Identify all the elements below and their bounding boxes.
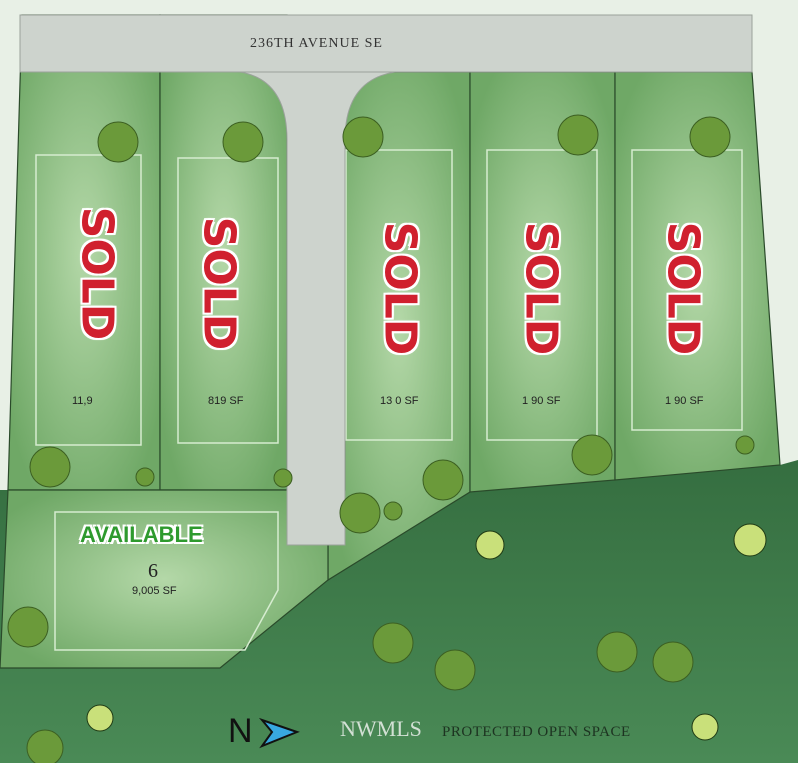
trees: [7, 114, 755, 763]
lot-area: 11,9: [72, 395, 93, 407]
palms: [86, 523, 767, 741]
lot-area: 1 90 SF: [522, 395, 561, 407]
watermark: NWMLS: [340, 716, 422, 741]
sold-badge: SOLD: [193, 216, 245, 351]
lot-number: 6: [148, 560, 158, 582]
available-badge: AVAILABLE: [80, 522, 203, 547]
sold-badge: SOLD: [71, 206, 123, 341]
lot-area: 1 90 SF: [665, 395, 704, 407]
lot-area: 9,005 SF: [132, 585, 177, 597]
sold-badge: SOLD: [515, 221, 567, 356]
lot-area: 13 0 SF: [380, 395, 419, 407]
lot-6: [0, 489, 329, 669]
road-label: 236TH AVENUE SE: [250, 36, 383, 51]
sold-badge: SOLD: [374, 221, 426, 356]
open-space-label: PROTECTED OPEN SPACE: [442, 724, 631, 740]
sold-badge: SOLD: [657, 221, 709, 356]
lot-area: 819 SF: [208, 395, 244, 407]
north-arrow-icon: [258, 717, 300, 749]
north-label: N: [228, 712, 253, 750]
road: [19, 14, 753, 546]
